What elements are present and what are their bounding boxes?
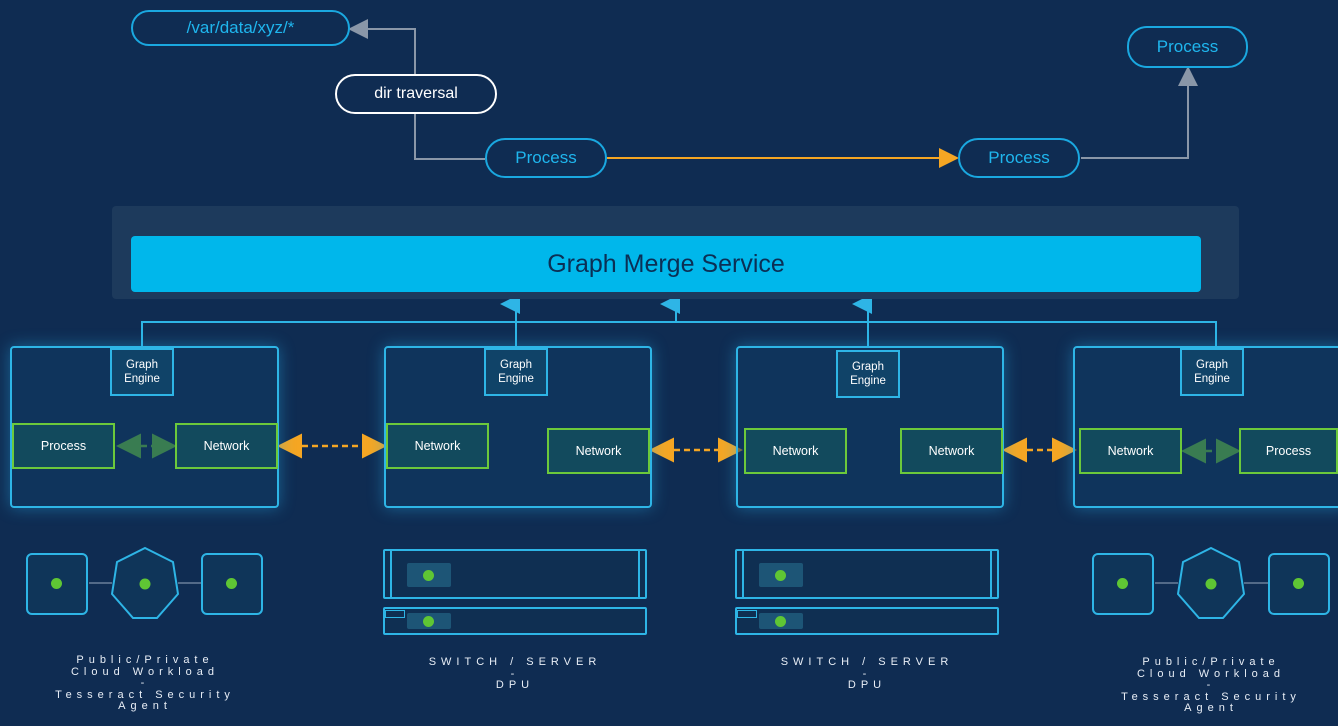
process-node-left: Process bbox=[485, 138, 607, 178]
caption-line: Cloud Workload bbox=[70, 665, 220, 678]
workload-cube-icon-1 bbox=[26, 553, 88, 615]
node2-network-box-left: Network bbox=[386, 423, 489, 469]
caption-line: - bbox=[862, 667, 872, 680]
caption-node-1: Public/Private Cloud Workload - Tesserac… bbox=[0, 654, 290, 713]
graph-engine-label: Graph Engine bbox=[850, 361, 886, 387]
caption-line: Agent bbox=[118, 700, 172, 712]
caption-line: Cloud Workload bbox=[1136, 667, 1286, 680]
node3-network-box-right: Network bbox=[900, 428, 1003, 474]
node1-process-box: Process bbox=[12, 423, 115, 469]
engine-bus bbox=[141, 321, 1217, 346]
caption-node-4: Public/Private Cloud Workload - Tesserac… bbox=[1066, 656, 1338, 715]
graph-engine-2: Graph Engine bbox=[484, 348, 548, 396]
caption-line: - bbox=[1206, 679, 1216, 691]
process-node-mid: Process bbox=[958, 138, 1080, 178]
caption-line: - bbox=[510, 667, 520, 680]
graph-engine-1: Graph Engine bbox=[110, 348, 174, 396]
caption-line: SWITCH / SERVER bbox=[780, 656, 954, 668]
graph-merge-service: Graph Merge Service bbox=[131, 236, 1201, 292]
graph-engine-3: Graph Engine bbox=[836, 350, 900, 398]
caption-line: DPU bbox=[495, 679, 535, 691]
node3-network-box-left: Network bbox=[744, 428, 847, 474]
path-node: /var/data/xyz/* bbox=[131, 10, 350, 46]
caption-line: Tesseract Security bbox=[55, 688, 235, 701]
caption-line: Public/Private bbox=[76, 654, 214, 666]
caption-line: DPU bbox=[847, 679, 887, 691]
node4-process-box: Process bbox=[1239, 428, 1338, 474]
graph-engine-label: Graph Engine bbox=[1194, 359, 1230, 385]
graph-engine-4: Graph Engine bbox=[1180, 348, 1244, 396]
caption-line: Tesseract Security bbox=[1121, 690, 1301, 703]
caption-line: Public/Private bbox=[1142, 656, 1280, 668]
node1-network-box: Network bbox=[175, 423, 278, 469]
dir-traversal-node: dir traversal bbox=[335, 74, 497, 114]
process-node-top-right: Process bbox=[1127, 26, 1248, 68]
caption-line: Agent bbox=[1184, 702, 1238, 714]
caption-node-3: SWITCH / SERVER - DPU bbox=[722, 656, 1012, 692]
node4-network-box: Network bbox=[1079, 428, 1182, 474]
graph-engine-label: Graph Engine bbox=[124, 359, 160, 385]
caption-node-2: SWITCH / SERVER - DPU bbox=[370, 656, 660, 692]
node2-network-box-right: Network bbox=[547, 428, 650, 474]
caption-line: - bbox=[140, 677, 150, 689]
dpu-card-icon-2 bbox=[735, 607, 999, 635]
caption-line: SWITCH / SERVER bbox=[428, 656, 602, 668]
graph-engine-label: Graph Engine bbox=[498, 359, 534, 385]
process-spawn-link bbox=[1081, 66, 1198, 159]
